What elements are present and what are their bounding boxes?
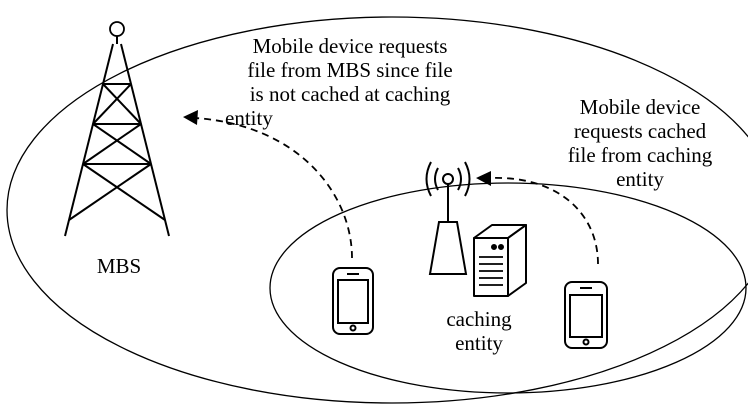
annotation-mbs-request: Mobile device requests file from MBS sin… bbox=[205, 34, 495, 130]
annotation-cache-request: Mobile device requests cached file from … bbox=[540, 95, 740, 191]
mbs-label-text: MBS bbox=[96, 254, 142, 278]
mbs-tower-icon bbox=[64, 21, 170, 237]
arrowhead-cache bbox=[476, 171, 491, 186]
annotation-cache-line: Mobile device bbox=[579, 95, 701, 119]
annotation-cache-line: file from caching bbox=[567, 143, 713, 167]
annotation-mbs-line: entity bbox=[225, 106, 273, 130]
caching-entity-label-line: caching bbox=[446, 307, 512, 331]
mbs-label: MBS bbox=[74, 254, 164, 278]
request-arrow-to-mbs bbox=[194, 117, 353, 259]
annotation-cache-line: requests cached bbox=[573, 119, 707, 143]
mobile-device-left-icon bbox=[332, 267, 374, 335]
caching-entity-label-line: entity bbox=[455, 331, 503, 355]
small-cell-coverage bbox=[269, 182, 747, 394]
annotation-mbs-line: is not cached at caching bbox=[249, 82, 451, 106]
antenna-icon bbox=[425, 161, 471, 275]
arrowhead-mbs bbox=[183, 110, 198, 125]
annotation-cache-line: entity bbox=[616, 167, 664, 191]
macro-cell-coverage bbox=[6, 16, 748, 404]
mobile-device-right-icon bbox=[564, 281, 608, 349]
annotation-mbs-line: file from MBS since file bbox=[247, 58, 453, 82]
caching-entity-label: caching entity bbox=[414, 307, 544, 355]
annotation-mbs-line: Mobile device requests bbox=[252, 34, 448, 58]
request-arrow-to-cache bbox=[487, 177, 599, 265]
caching-server-icon bbox=[473, 224, 527, 297]
